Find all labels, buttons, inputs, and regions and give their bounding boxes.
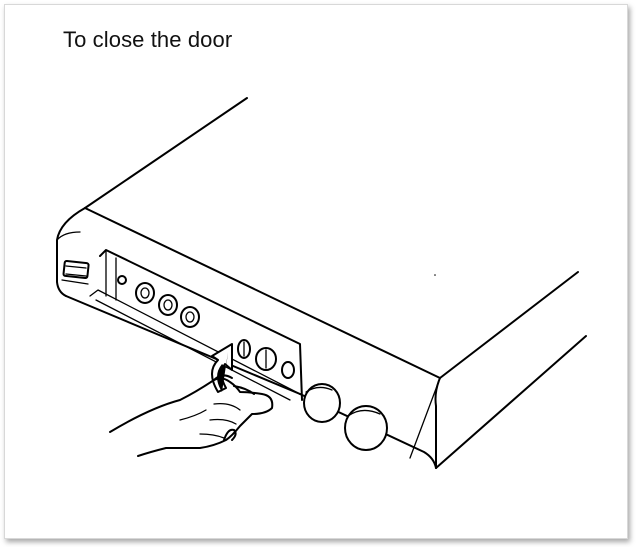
curved-up-arrow-icon (211, 343, 233, 393)
panel-knobs-row-2 (237, 339, 295, 379)
device-top-surface (84, 97, 579, 379)
power-switch (61, 259, 90, 285)
headphone-jack (117, 275, 127, 285)
figure-frame: To close the door (4, 4, 628, 539)
volume-knob (303, 383, 341, 423)
panel-knobs-row-1 (135, 282, 200, 328)
surface-mark (434, 274, 436, 276)
hand-closing-door (109, 374, 274, 457)
instruction-title: To close the door (63, 27, 233, 52)
tuning-knob (344, 405, 388, 451)
device-right-side (434, 335, 587, 469)
